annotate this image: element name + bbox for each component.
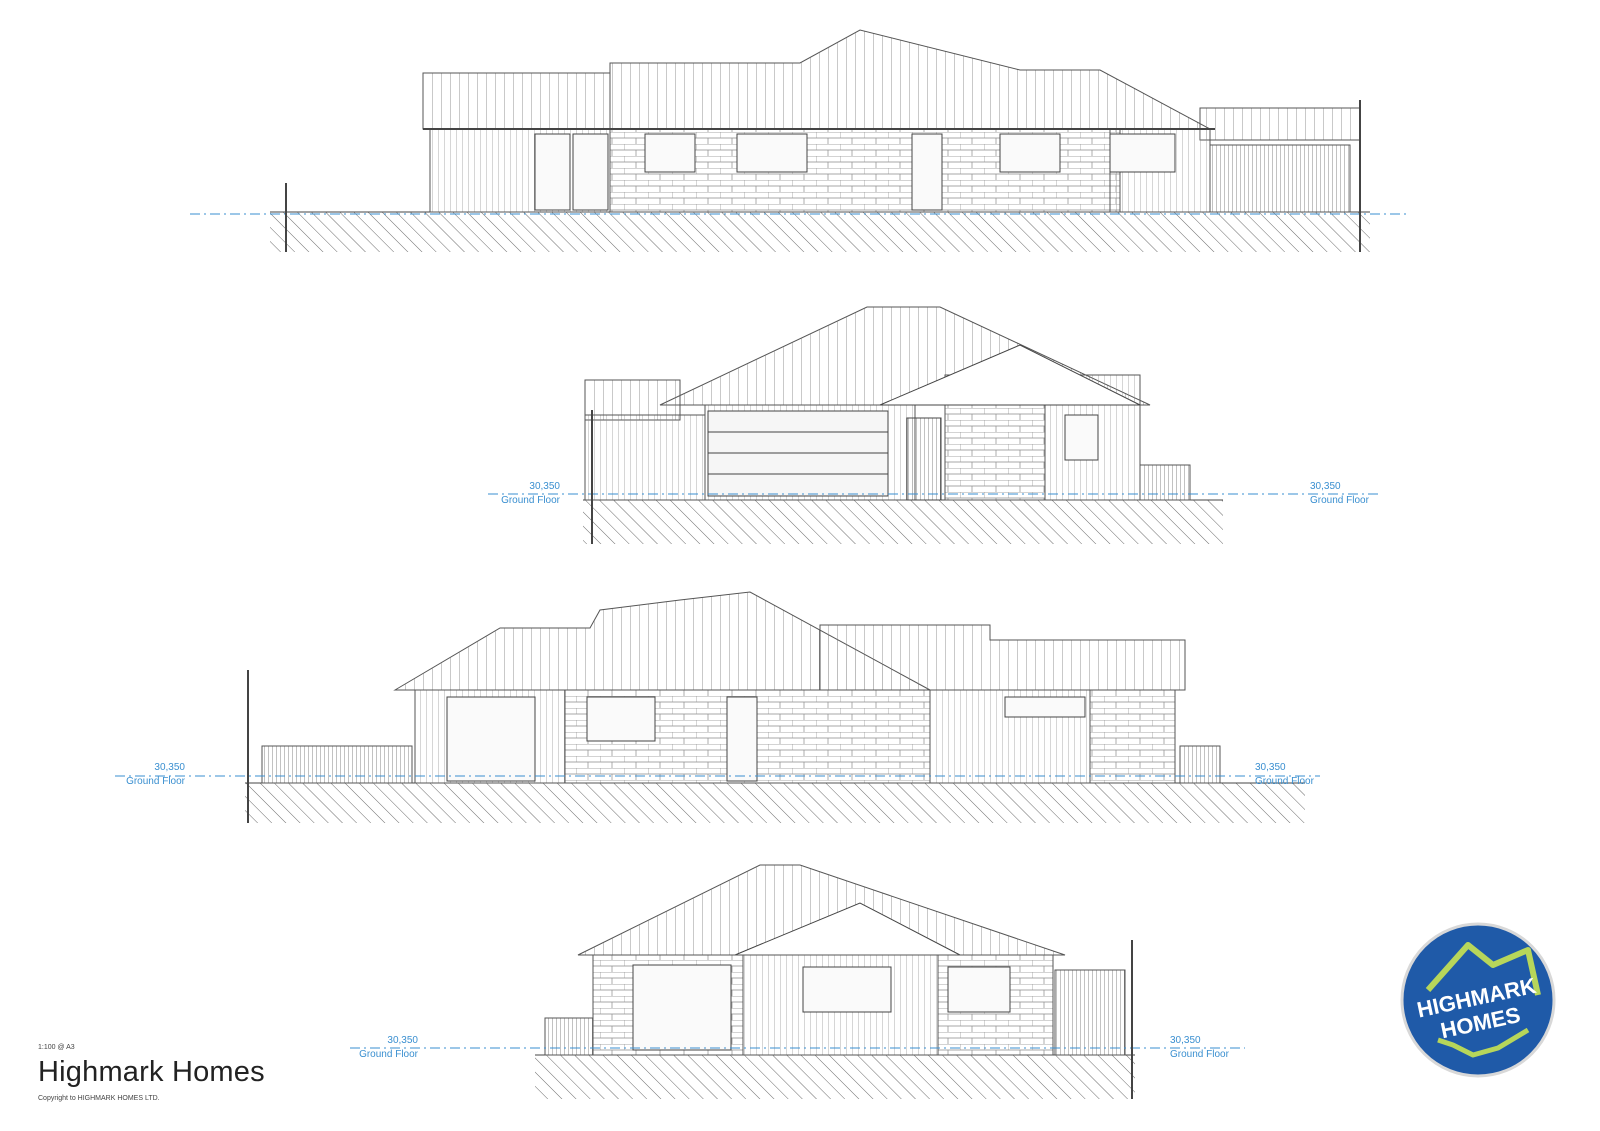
level-value-left: 30,350 — [154, 762, 185, 773]
level-value-right: 30,350 — [1310, 481, 1341, 492]
fence-stepped — [1054, 969, 1126, 1056]
elevation-4: 30,350 Ground Floor 30,350 Ground Floor — [350, 864, 1245, 1099]
copyright-note: Copyright to HIGHMARK HOMES LTD. — [38, 1095, 160, 1102]
scale-note: 1:100 @ A3 — [38, 1044, 75, 1051]
ground-hatch — [270, 212, 1370, 252]
wall-cladding — [584, 414, 706, 501]
entry-door — [906, 417, 942, 501]
roof-left — [584, 379, 681, 421]
door — [726, 696, 758, 782]
window — [1064, 414, 1099, 461]
fence — [1179, 745, 1221, 784]
roof-gable — [609, 29, 1211, 130]
window — [586, 696, 656, 742]
level-name-right: Ground Floor — [1255, 776, 1315, 787]
roof — [422, 72, 611, 130]
fence — [1209, 144, 1351, 213]
slider-door — [446, 696, 536, 782]
level-name-left: Ground Floor — [126, 776, 186, 787]
roof-right — [819, 624, 1186, 691]
elevation-3: 30,350 Ground Floor 30,350 Ground Floor — [115, 591, 1320, 823]
roof-porch — [879, 344, 1141, 406]
door — [572, 133, 609, 211]
level-value-left: 30,350 — [387, 1035, 418, 1046]
highmark-logo: HIGHMARK HOMES — [1400, 922, 1556, 1078]
fence — [544, 1017, 594, 1056]
window — [534, 133, 571, 211]
ground-hatch — [535, 1055, 1135, 1099]
windows — [534, 133, 1176, 211]
roof-hip-right — [1199, 107, 1361, 141]
windows — [446, 696, 1086, 782]
level-value-right: 30,350 — [1170, 1035, 1201, 1046]
windows — [632, 964, 1011, 1051]
window — [1109, 133, 1176, 173]
window — [1004, 696, 1086, 718]
level-name-right: Ground Floor — [1310, 495, 1370, 506]
fence — [1139, 464, 1191, 501]
level-value-right: 30,350 — [1255, 762, 1286, 773]
window — [802, 966, 892, 1013]
elevation-1 — [190, 29, 1410, 252]
window — [736, 133, 808, 173]
level-value-left: 30,350 — [529, 481, 560, 492]
level-name-left: Ground Floor — [501, 495, 561, 506]
elevation-2: 30,350 Ground Floor 30,350 Ground Floor — [488, 306, 1380, 544]
window — [999, 133, 1061, 173]
fence — [261, 745, 413, 784]
wall-brick — [1089, 689, 1176, 784]
slider-door — [632, 964, 732, 1051]
ground-hatch — [583, 500, 1223, 544]
door — [911, 133, 943, 211]
ground-hatch — [245, 783, 1305, 823]
window — [947, 966, 1011, 1013]
window — [644, 133, 696, 173]
company-name: Highmark Homes — [38, 1056, 265, 1088]
level-name-right: Ground Floor — [1170, 1049, 1230, 1060]
level-name-left: Ground Floor — [359, 1049, 419, 1060]
